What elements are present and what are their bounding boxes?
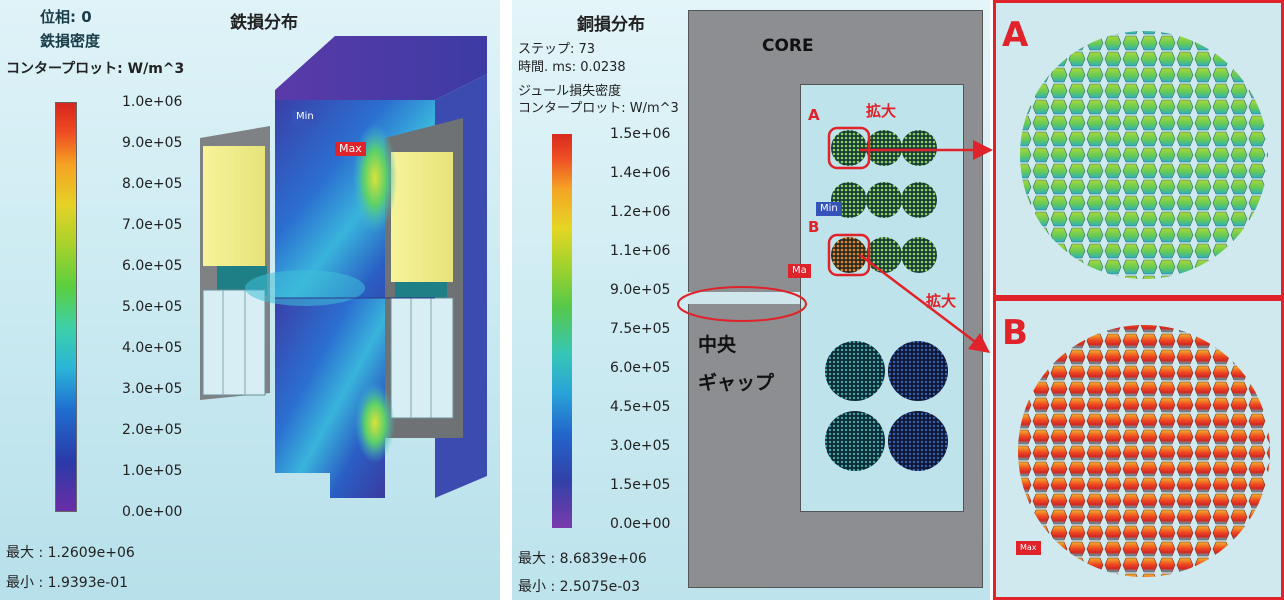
- colorbar-tick: 3.0e+05: [610, 438, 671, 454]
- colorbar-tick: 6.0e+05: [122, 258, 183, 274]
- zoom-letter-a: A: [1002, 15, 1029, 55]
- max-marker: Max: [335, 142, 366, 156]
- colorbar-tick: 1.5e+05: [610, 477, 671, 493]
- contour-label: コンタープロット: W/m^3: [518, 101, 679, 116]
- colorbar-tick: 1.4e+06: [610, 165, 671, 181]
- time-label: 時間. ms: 0.0238: [518, 60, 626, 75]
- iron-loss-panel: 位相: 0 鉄損密度 コンタープロット: W/m^3 鉄損分布 1.0e+06 …: [0, 0, 500, 600]
- colorbar-tick: 1.0e+06: [122, 94, 183, 110]
- center-gap: [688, 292, 803, 304]
- step-label: ステップ: 73: [518, 42, 596, 57]
- max-marker: Max: [1016, 541, 1041, 555]
- phase-label: 位相: 0: [40, 8, 92, 26]
- contour-label: コンタープロット: W/m^3: [6, 61, 185, 77]
- max-value: 最大 : 8.6839e+06: [518, 551, 647, 567]
- colorbar-tick: 0.0e+00: [610, 516, 671, 532]
- iron-core-3d-view: [200, 36, 487, 498]
- panel-title: 鉄損分布: [230, 13, 298, 33]
- strand-detail-b: [1018, 325, 1270, 577]
- colorbar-tick: 9.0e+05: [122, 135, 183, 151]
- colorbar-tick: 1.5e+06: [610, 126, 671, 142]
- colorbar: [55, 102, 77, 512]
- min-value: 最小 : 1.9393e-01: [6, 575, 129, 591]
- colorbar-tick: 4.0e+05: [122, 340, 183, 356]
- max-value: 最大 : 1.2609e+06: [6, 545, 135, 561]
- gap-label-line1: 中央: [698, 334, 737, 356]
- colorbar-tick: 3.0e+05: [122, 381, 183, 397]
- colorbar-tick: 5.0e+05: [122, 299, 183, 315]
- zoom-arrows: [859, 140, 993, 354]
- colorbar-tick: 0.0e+00: [122, 504, 183, 520]
- zoom-box-a: A: [993, 0, 1284, 298]
- strand-detail-a: [1020, 31, 1268, 279]
- colorbar-tick: 7.0e+05: [122, 217, 183, 233]
- quantity-label: 鉄損密度: [40, 32, 101, 50]
- colorbar-tick: 7.5e+05: [610, 321, 671, 337]
- gap-highlight-ellipse: [677, 286, 807, 322]
- min-value: 最小 : 2.5075e-03: [518, 579, 641, 595]
- quantity-label: ジュール損失密度: [518, 84, 622, 99]
- label-a: A: [808, 106, 820, 124]
- colorbar-tick: 1.2e+06: [610, 204, 671, 220]
- min-marker: Min: [816, 202, 842, 216]
- colorbar: [552, 134, 572, 528]
- copper-loss-panel: 銅損分布 ステップ: 73 時間. ms: 0.0238 ジュール損失密度 コン…: [512, 0, 990, 600]
- zoom-label-b: 拡大: [926, 292, 957, 310]
- conductor-bundles: [825, 126, 948, 471]
- min-marker: Min: [292, 110, 318, 124]
- colorbar-tick: 1.0e+05: [122, 463, 183, 479]
- zoom-letter-b: B: [1002, 313, 1028, 353]
- panel-title: 銅損分布: [577, 15, 645, 35]
- colorbar-tick: 6.0e+05: [610, 360, 671, 376]
- max-marker: Ma: [788, 264, 811, 278]
- colorbar-tick: 4.5e+05: [610, 399, 671, 415]
- zoom-label-a: 拡大: [866, 102, 897, 120]
- core-label: CORE: [762, 36, 814, 56]
- colorbar-tick: 2.0e+05: [122, 422, 183, 438]
- label-b: B: [808, 218, 820, 236]
- colorbar-tick: 8.0e+05: [122, 176, 183, 192]
- colorbar-tick: 1.1e+06: [610, 243, 671, 259]
- gap-label-line2: ギャップ: [698, 372, 775, 394]
- arrow-b: [859, 254, 990, 354]
- zoom-box-b: B Max: [993, 298, 1284, 600]
- colorbar-tick: 9.0e+05: [610, 282, 671, 298]
